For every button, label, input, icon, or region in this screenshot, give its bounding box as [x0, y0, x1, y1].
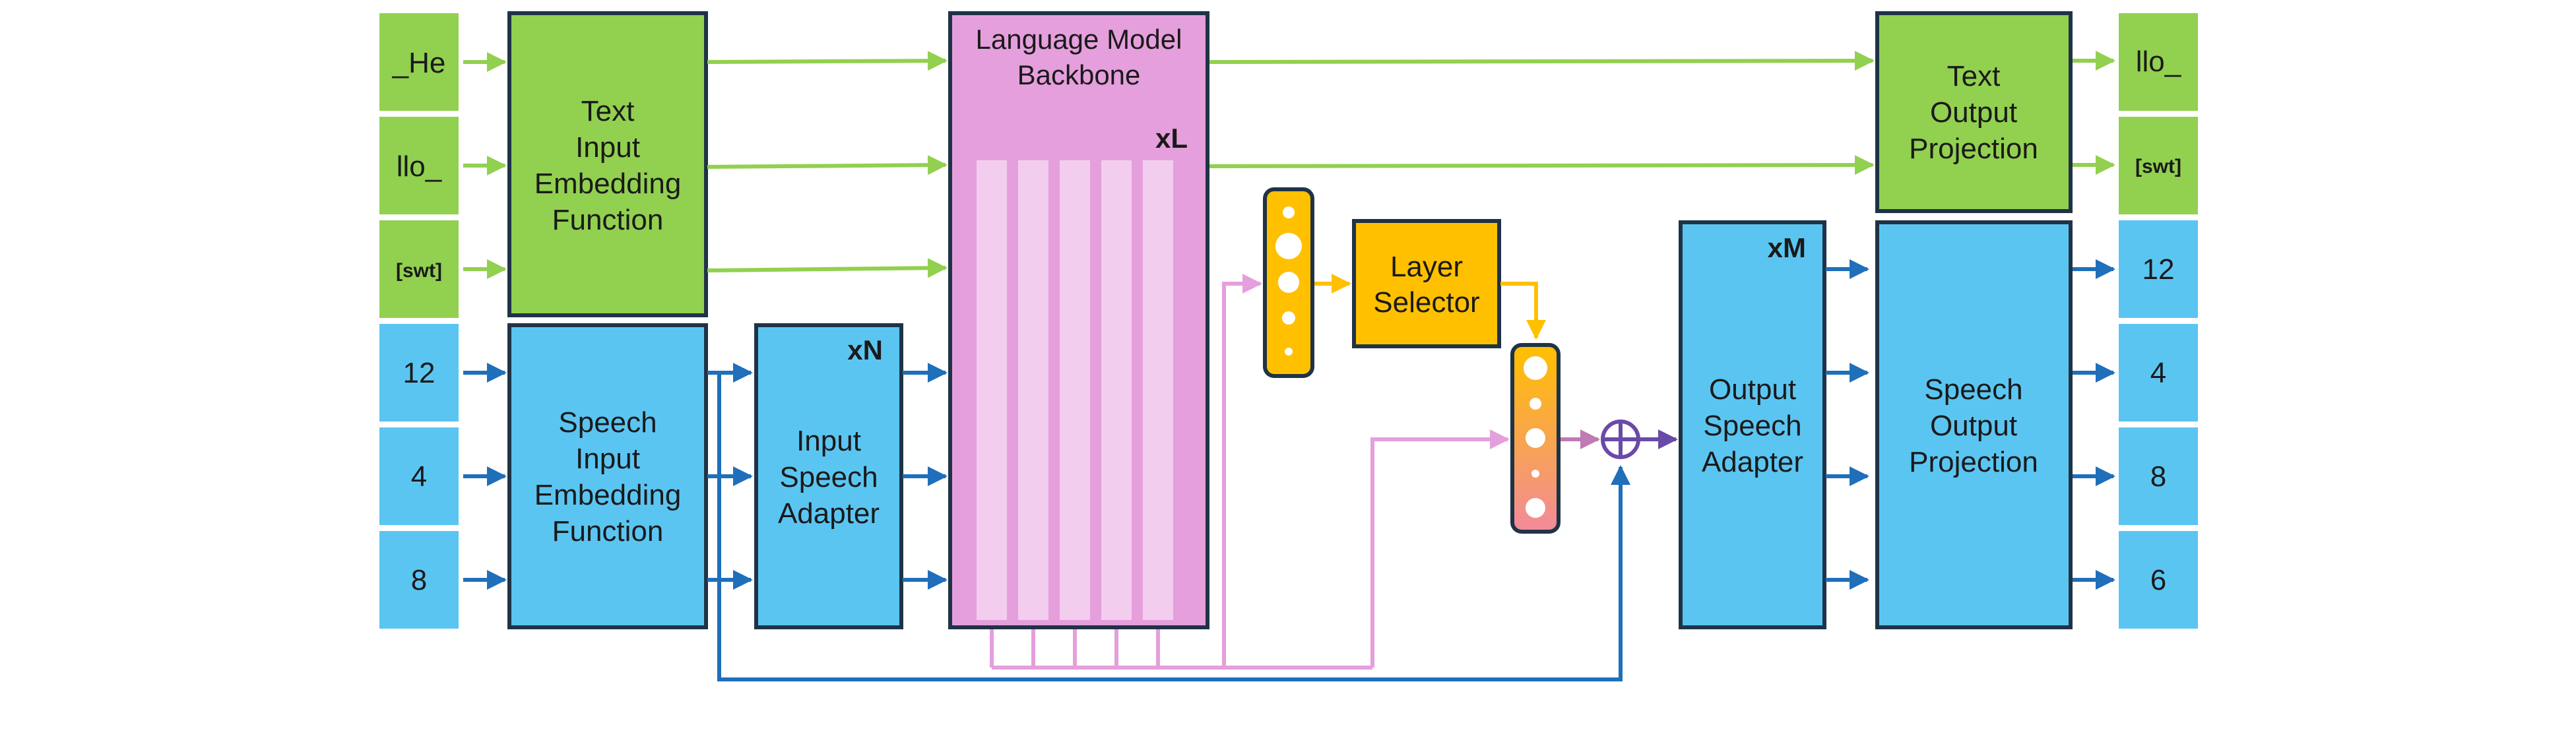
output-speech-token: 4	[2150, 357, 2166, 389]
block-label: Speech	[1703, 410, 1801, 442]
layer-selector-block: Layer Selector	[1352, 219, 1501, 348]
input-speech-token-box	[379, 427, 459, 525]
input-text-token-box	[379, 13, 459, 111]
layer-column	[1143, 160, 1173, 620]
layer-column	[1018, 160, 1048, 620]
input-speech-token: 12	[403, 357, 435, 389]
input-text-token: [swt]	[396, 260, 442, 282]
combined-layer-vector	[1510, 343, 1561, 534]
input-text-token-box	[379, 220, 459, 318]
output-tokens: llo_ [swt] 12 4 8 6	[2119, 13, 2198, 629]
input-speech-token: 8	[411, 564, 427, 596]
layer-column	[977, 160, 1007, 620]
output-speech-token: 8	[2150, 460, 2166, 493]
output-text-token: llo_	[2136, 46, 2181, 78]
text-embedding-arrows	[707, 51, 948, 278]
block-label: Input	[575, 131, 640, 164]
output-token-arrows	[2073, 51, 2115, 590]
input-speech-token-box	[379, 324, 459, 422]
input-text-token: llo_	[397, 150, 442, 183]
layer-taps	[990, 274, 1510, 670]
output-text-token-box	[2119, 13, 2198, 111]
input-speech-token: 4	[411, 460, 427, 493]
output-speech-token-box	[2119, 220, 2198, 318]
text-output-projection-block: Text Output Projection	[1875, 11, 2073, 213]
adapter-to-lm-arrows	[903, 363, 948, 590]
repeat-label: xM	[1768, 232, 1806, 263]
block-label: Output	[1930, 410, 2017, 442]
input-tokens: _He llo_ [swt] 12 4 8	[379, 13, 459, 629]
text-input-embedding-block: Text Input Embedding Function	[507, 11, 708, 317]
input-text-token: _He	[392, 47, 446, 79]
block-label: Embedding	[534, 168, 682, 200]
block-label: Output	[1709, 373, 1796, 406]
input-speech-adapter-block: xN Input Speech Adapter	[754, 323, 903, 629]
input-token-arrows	[463, 52, 507, 590]
speech-input-embedding-block: Speech Input Embedding Function	[507, 323, 708, 629]
block-label: Speech	[558, 406, 657, 439]
output-speech-token: 12	[2142, 253, 2175, 286]
block-label: Language Model	[976, 24, 1182, 55]
repeat-label: xN	[847, 334, 883, 365]
output-speech-token-box	[2119, 531, 2198, 629]
speech-embedding-arrows	[707, 363, 753, 590]
block-label: Adapter	[1702, 446, 1803, 478]
output-speech-token-box	[2119, 427, 2198, 525]
block-label: Output	[1930, 96, 2017, 129]
block-label: Input	[796, 425, 861, 457]
block-label: Projection	[1909, 446, 2038, 478]
output-speech-token: 6	[2150, 564, 2166, 596]
lm-text-output-arrows	[1209, 51, 1875, 175]
block-label: Backbone	[1017, 59, 1141, 90]
layer-column	[1101, 160, 1132, 620]
block-label: Text	[1947, 60, 2001, 92]
speech-output-projection-block: Speech Output Projection	[1875, 220, 2073, 629]
layer-column	[1060, 160, 1090, 620]
adapter-to-projection-arrows	[1826, 259, 1869, 590]
block-label: Embedding	[534, 479, 682, 511]
output-speech-adapter-block: xM Output Speech Adapter	[1679, 220, 1826, 629]
selector-to-combined-arrow	[1500, 282, 1546, 340]
block-label: Projection	[1909, 133, 2038, 165]
block-label: Adapter	[778, 497, 880, 530]
output-text-token-box	[2119, 117, 2198, 214]
input-speech-token-box	[379, 531, 459, 629]
block-label: Function	[552, 204, 664, 236]
speech-skip-connection	[717, 373, 1630, 681]
layer-weights-vector	[1263, 187, 1314, 378]
block-label: Speech	[779, 461, 878, 493]
block-label: Text	[581, 95, 635, 127]
block-label: Selector	[1373, 286, 1479, 319]
language-model-backbone-block: Language Model Backbone xL	[948, 11, 1209, 629]
repeat-label: xL	[1155, 123, 1188, 154]
circle-plus-icon	[1601, 420, 1640, 459]
output-text-token: [swt]	[2135, 156, 2181, 177]
output-speech-token-box	[2119, 324, 2198, 422]
block-label: Function	[552, 515, 664, 548]
block-label: Input	[575, 443, 640, 475]
input-text-token-box	[379, 117, 459, 214]
block-label: Layer	[1390, 251, 1463, 283]
block-label: Speech	[1924, 373, 2022, 406]
